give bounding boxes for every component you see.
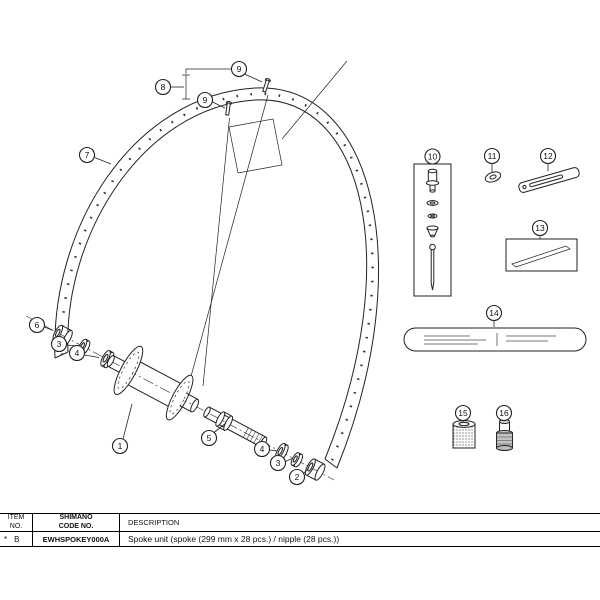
leader-9-top: [185, 68, 232, 74]
callout-9: 9: [196, 91, 214, 109]
callout-4: 4: [68, 344, 86, 362]
spoke-nipple: [225, 100, 232, 116]
callout-14: 14: [485, 304, 503, 322]
spoke-nipple: [262, 78, 271, 93]
svg-text:13: 13: [535, 223, 545, 233]
rim-outer-edge: [54, 87, 379, 469]
header-description: DESCRIPTION: [128, 518, 180, 527]
callout-3: 3: [269, 454, 287, 472]
patch-strip: [511, 245, 571, 268]
grease-canister: [452, 420, 476, 449]
svg-text:11: 11: [488, 151, 497, 161]
cone-ring-right: [290, 452, 304, 468]
small-parts-box: [413, 163, 452, 297]
seal-ring-right: [275, 442, 289, 461]
svg-text:8: 8: [161, 82, 166, 92]
footnote-asterisk: *: [4, 534, 8, 544]
svg-text:5: 5: [207, 433, 212, 443]
svg-text:4: 4: [75, 348, 80, 358]
header-code-line2: CODE NO.: [58, 522, 94, 530]
parts-table: ITEM NO. SHIMANO CODE NO. DESCRIPTION * …: [0, 513, 600, 547]
hub-flange-front: [113, 345, 144, 395]
olive-nut: [484, 171, 502, 183]
rim-inner-edge: [67, 99, 368, 460]
o-ring: [426, 200, 439, 206]
callout-8: 8: [154, 78, 172, 96]
svg-text:1: 1: [118, 441, 123, 451]
callout-6: 6: [28, 316, 46, 334]
hub-body: [106, 345, 200, 421]
cell-description: Spoke unit (spoke (299 mm x 28 pcs.) / n…: [128, 534, 340, 544]
cone-piece: [426, 225, 439, 238]
callout-7: 7: [78, 146, 96, 164]
callout-4: 4: [253, 440, 271, 458]
end-cap: [304, 458, 326, 481]
callout-16: 16: [495, 404, 513, 422]
parts-table-header: ITEM NO. SHIMANO CODE NO. DESCRIPTION: [0, 514, 600, 532]
valve-plug: [425, 168, 440, 193]
item-letter: B: [14, 534, 20, 544]
header-item-line1: ITEM: [7, 514, 25, 522]
patch-strip-box: [505, 238, 578, 272]
svg-text:2: 2: [295, 472, 300, 482]
svg-text:3: 3: [57, 339, 62, 349]
rim-end-right: [324, 458, 338, 469]
svg-text:15: 15: [458, 408, 468, 418]
callout-3: 3: [50, 335, 68, 353]
wheel-rim: [54, 87, 379, 469]
cell-item-no: * B: [0, 532, 33, 546]
table-row: * B EWHSPOKEY000A Spoke unit (spoke (299…: [0, 532, 600, 547]
adapter-ribs: [496, 436, 513, 445]
spoke-group: [182, 60, 348, 387]
svg-text:12: 12: [543, 151, 553, 161]
callout-10: 10: [424, 148, 441, 165]
callout-1: 1: [111, 437, 129, 455]
svg-text:3: 3: [276, 458, 281, 468]
rim-tape: [403, 327, 587, 352]
svg-text:7: 7: [85, 150, 90, 160]
hub-flange-rear: [165, 374, 194, 421]
svg-text:9: 9: [203, 95, 208, 105]
callout-5: 5: [200, 429, 218, 447]
spoke-wrench-tool: [518, 167, 580, 193]
exploded-parts-diagram: 7 8 9 9 6 3 4 1 5 4 3 2 10 11 12 13 14 1…: [25, 60, 587, 486]
axle: [203, 406, 268, 448]
callout-leaders: [44, 73, 549, 474]
o-ring: [427, 213, 438, 219]
callout-13: 13: [531, 219, 549, 237]
header-code-line1: SHIMANO: [59, 514, 93, 522]
svg-text:16: 16: [499, 408, 509, 418]
spoke: [189, 94, 269, 381]
rim-spoke-holes: [60, 92, 374, 464]
header-item-no: ITEM NO.: [0, 514, 33, 531]
cell-shimano-code: EWHSPOKEY000A: [33, 532, 120, 546]
svg-text:4: 4: [260, 444, 265, 454]
callout-12: 12: [539, 147, 557, 165]
spoke-detail-box: [228, 118, 283, 174]
spoke: [202, 117, 230, 387]
svg-text:9: 9: [237, 64, 242, 74]
svg-text:14: 14: [489, 308, 499, 318]
callout-bracket: [182, 74, 190, 100]
header-shimano-code: SHIMANO CODE NO.: [33, 514, 120, 531]
callout-15: 15: [454, 404, 472, 422]
svg-text:6: 6: [35, 320, 40, 330]
long-pin: [429, 243, 436, 291]
header-item-line2: NO.: [9, 522, 23, 530]
rim-tape-print: [424, 333, 556, 346]
callout-9: 9: [230, 60, 248, 78]
valve-adapter: [496, 419, 513, 451]
detail-leader-line: [281, 60, 348, 140]
svg-text:10: 10: [428, 152, 438, 162]
callout-11: 11: [483, 147, 501, 165]
callout-2: 2: [288, 468, 306, 486]
